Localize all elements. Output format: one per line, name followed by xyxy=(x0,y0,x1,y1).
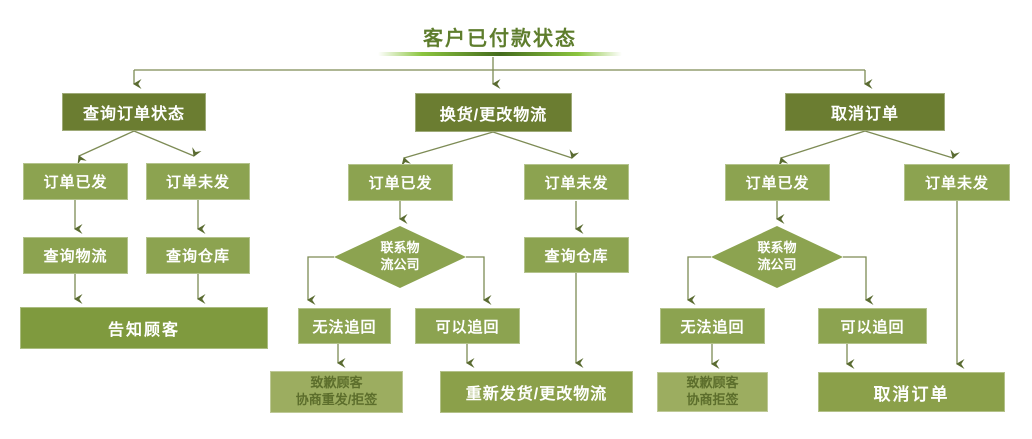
node-cannot-recover-mid: 无法追回 xyxy=(298,308,391,344)
node-check-logistics: 查询物流 xyxy=(23,237,128,274)
title-underline-decoration xyxy=(378,52,622,56)
node-cannot-recover-right: 无法追回 xyxy=(660,308,765,344)
flowchart-title: 客户已付款状态 xyxy=(423,28,577,50)
node-cancel-order-final: 取消订单 xyxy=(818,372,1005,412)
node-apologize-negotiate-reship-reject: 致歉顾客 协商重发/拒签 xyxy=(270,371,403,413)
node-check-warehouse-mid: 查询仓库 xyxy=(524,237,629,273)
apology-line1: 致歉顾客 xyxy=(686,375,739,391)
decision-label-line1: 联系物 xyxy=(757,240,797,256)
apology-line1: 致歉顾客 xyxy=(310,375,363,391)
decision-label-line1: 联系物 xyxy=(380,240,420,256)
node-exchange-change-logistics: 换货/更改物流 xyxy=(415,93,572,132)
node-cancel-order-shipped: 订单已发 xyxy=(725,164,830,201)
node-inform-customer: 告知顾客 xyxy=(20,307,268,349)
node-check-order-status: 查询订单状态 xyxy=(62,93,206,131)
node-cancel-order-header: 取消订单 xyxy=(785,93,945,131)
node-can-recover-right: 可以追回 xyxy=(818,308,927,344)
node-query-order-shipped: 订单已发 xyxy=(23,163,128,200)
decision-label-line2: 流公司 xyxy=(757,257,797,272)
apology-line2: 协商拒签 xyxy=(686,392,739,407)
node-reship-change-logistics: 重新发货/更改物流 xyxy=(440,371,633,413)
node-exchange-order-shipped: 订单已发 xyxy=(348,164,453,201)
decision-label-line2: 流公司 xyxy=(380,257,420,272)
apology-line2: 协商重发/拒签 xyxy=(295,392,378,407)
node-exchange-order-not-shipped: 订单未发 xyxy=(524,164,629,200)
node-check-warehouse-left: 查询仓库 xyxy=(146,237,250,274)
node-query-order-not-shipped: 订单未发 xyxy=(146,163,250,200)
node-apologize-negotiate-reject: 致歉顾客 协商拒签 xyxy=(657,372,768,412)
node-can-recover-mid: 可以追回 xyxy=(415,308,520,344)
node-cancel-order-not-shipped: 订单未发 xyxy=(904,164,1010,201)
